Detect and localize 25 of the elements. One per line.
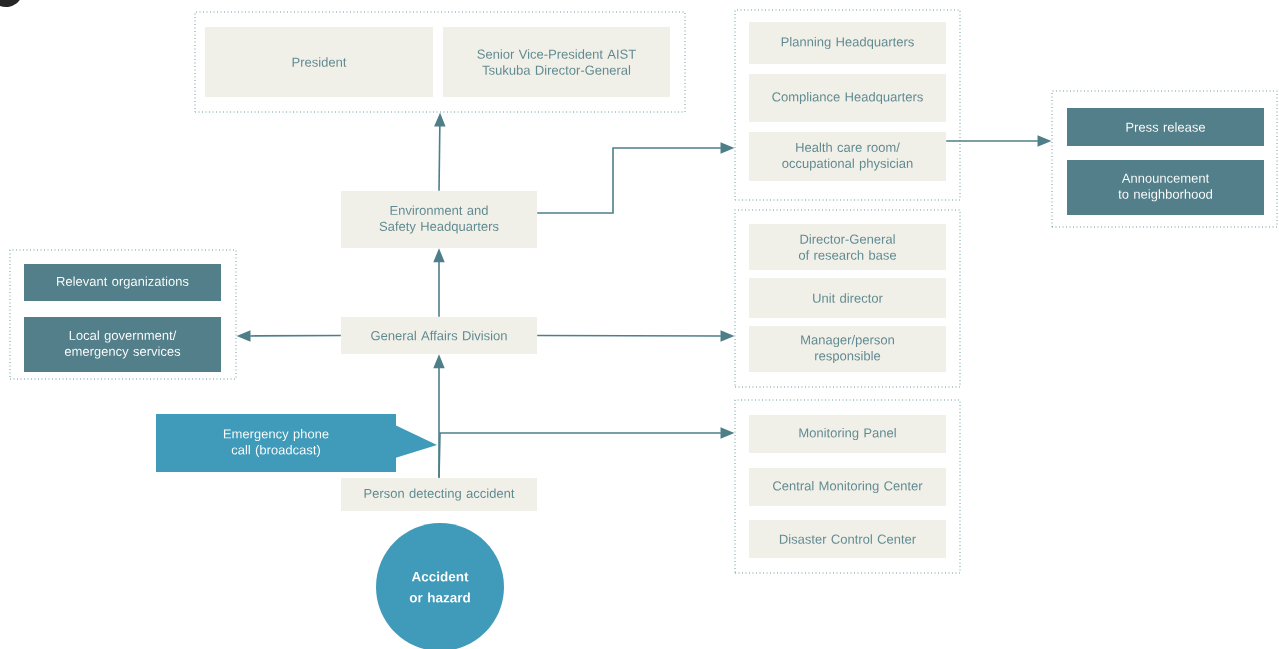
external-box: Press release bbox=[1067, 108, 1264, 146]
external-box: Local government/ emergency services bbox=[24, 317, 221, 372]
role-box: Unit director bbox=[749, 278, 946, 318]
role-box: Senior Vice-President AIST Tsukuba Director-General bbox=[443, 27, 670, 97]
role-box: Health care room/ occupational physician bbox=[749, 132, 946, 181]
role-box: Monitoring Panel bbox=[749, 415, 946, 453]
external-box: Announcement to neighborhood bbox=[1067, 160, 1264, 215]
role-box: Planning Headquarters bbox=[749, 22, 946, 64]
role-box: Manager/person responsible bbox=[749, 326, 946, 372]
role-box: Environment and Safety Headquarters bbox=[341, 191, 537, 248]
role-box: Director-General of research base bbox=[749, 224, 946, 270]
role-box: General Affairs Division bbox=[341, 317, 537, 354]
dotted-group-frame bbox=[734, 399, 961, 574]
role-box: Central Monitoring Center bbox=[749, 468, 946, 506]
dotted-group-frame bbox=[194, 11, 686, 113]
role-box: Disaster Control Center bbox=[749, 520, 946, 558]
role-box: President bbox=[205, 27, 433, 97]
dotted-group-frame bbox=[9, 249, 237, 380]
dotted-group-frame bbox=[1051, 90, 1278, 228]
callout-box: Emergency phone call (broadcast) bbox=[156, 414, 437, 472]
external-box: Relevant organizations bbox=[24, 264, 221, 301]
dotted-group-frame bbox=[734, 9, 961, 201]
role-box: Compliance Headquarters bbox=[749, 74, 946, 122]
role-box: Person detecting accident bbox=[341, 478, 537, 511]
dotted-group-frame bbox=[734, 209, 961, 388]
